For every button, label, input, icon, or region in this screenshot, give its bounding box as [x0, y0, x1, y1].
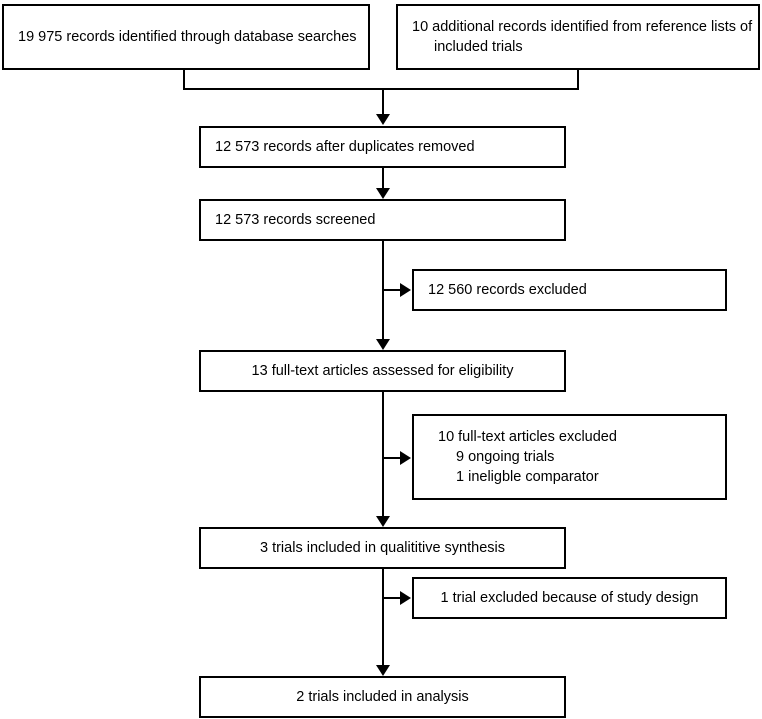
- connector-left-drop: [183, 70, 185, 90]
- arrow-down-to-analysis: [376, 665, 390, 676]
- box-records-identified-reference: 10 additional records identified from re…: [396, 4, 760, 70]
- box-fulltext-assessed-line-1: 13 full-text articles assessed for eligi…: [251, 363, 514, 379]
- box-records-screened: 12 573 records screened: [199, 199, 566, 241]
- box-records-identified-database: 19 975 records identified through databa…: [2, 4, 370, 70]
- connector-screened-spine: [382, 241, 384, 341]
- arrow-down-to-duplicates: [376, 114, 390, 125]
- connector-branch-records-excluded: [382, 289, 402, 291]
- box-records-screened-line-1: 12 573 records screened: [215, 212, 376, 228]
- connector-qualitative-spine: [382, 569, 384, 667]
- box-records-identified-database-line-1: 19 975 records identified through databa…: [18, 29, 357, 45]
- box-qualitative-synthesis-line-1: 3 trials included in qualititive synthes…: [259, 540, 505, 556]
- box-included-in-analysis: 2 trials included in analysis: [199, 676, 566, 718]
- box-records-excluded-line-1: 12 560 records excluded: [428, 282, 587, 298]
- connector-merge-bar: [183, 88, 579, 90]
- box-included-in-analysis-line-1: 2 trials included in analysis: [296, 689, 469, 705]
- box-duplicates-removed-line-1: 12 573 records after duplicates removed: [215, 139, 475, 155]
- arrow-right-to-records-excluded: [400, 283, 411, 297]
- box-records-identified-reference-line-1: 10 additional records identified from re…: [412, 19, 753, 35]
- box-records-excluded: 12 560 records excluded: [412, 269, 727, 311]
- box-fulltext-excluded-line-1: 10 full-text articles excluded: [438, 429, 617, 445]
- arrow-right-to-trial-excluded: [400, 591, 411, 605]
- box-fulltext-excluded: 10 full-text articles excluded 9 ongoing…: [412, 414, 727, 500]
- arrow-right-to-fulltext-excluded: [400, 451, 411, 465]
- connector-branch-fulltext-excluded: [382, 457, 402, 459]
- connector-merge-to-duplicates: [382, 88, 384, 116]
- connector-duplicates-to-screened: [382, 168, 384, 190]
- box-trial-excluded-study-design: 1 trial excluded because of study design: [412, 577, 727, 619]
- box-records-identified-reference-line-2: included trials: [434, 39, 523, 55]
- connector-fulltext-spine: [382, 392, 384, 518]
- box-fulltext-assessed: 13 full-text articles assessed for eligi…: [199, 350, 566, 392]
- box-fulltext-excluded-line-2: 9 ongoing trials: [456, 449, 555, 465]
- arrow-down-to-fulltext: [376, 339, 390, 350]
- connector-right-drop: [577, 70, 579, 90]
- arrow-down-to-qualitative: [376, 516, 390, 527]
- box-qualitative-synthesis: 3 trials included in qualititive synthes…: [199, 527, 566, 569]
- box-duplicates-removed: 12 573 records after duplicates removed: [199, 126, 566, 168]
- box-fulltext-excluded-line-3: 1 ineligble comparator: [456, 469, 599, 485]
- box-trial-excluded-study-design-line-1: 1 trial excluded because of study design: [440, 590, 699, 606]
- connector-branch-trial-excluded: [382, 597, 402, 599]
- arrow-down-to-screened: [376, 188, 390, 199]
